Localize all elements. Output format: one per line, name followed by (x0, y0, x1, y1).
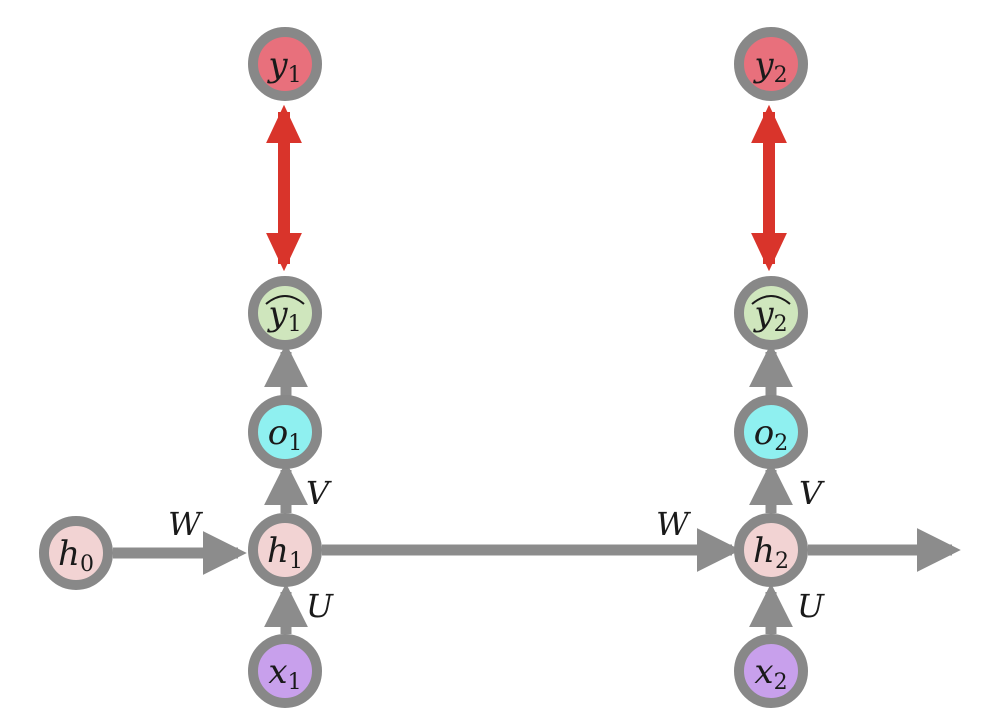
node-h2: h2 (734, 513, 808, 587)
node-o1-base: o (268, 413, 288, 453)
edge-label-v1: V (306, 474, 332, 512)
node-o1-sub: 1 (288, 431, 302, 456)
svg-text:y1: y1 (266, 294, 301, 337)
svg-text:h2: h2 (753, 531, 789, 574)
svg-text:o1: o1 (268, 413, 302, 456)
edge-label-u1: U (306, 587, 334, 625)
node-yhat1-base: y (266, 294, 288, 334)
node-h0-base: h (58, 534, 80, 574)
node-h1-base: h (267, 531, 289, 571)
svg-text:y2: y2 (752, 294, 787, 337)
node-yhat1: y1 (248, 276, 322, 350)
svg-text:o2: o2 (754, 413, 788, 456)
hat-mark-2 (751, 295, 791, 305)
node-y2: y2 (734, 27, 808, 101)
node-x1-base: x (268, 652, 287, 692)
node-y1-sub: 1 (288, 63, 302, 88)
node-yhat2-base: y (752, 294, 774, 334)
node-h0-sub: 0 (80, 552, 94, 577)
svg-text:x1: x1 (268, 652, 301, 695)
svg-text:y2: y2 (752, 45, 787, 88)
node-yhat2: y2 (734, 276, 808, 350)
node-y1-base: y (266, 45, 288, 85)
node-h1: h1 (248, 513, 322, 587)
edge-label-u2: U (797, 587, 825, 625)
edge-label-w1: W (168, 505, 204, 543)
node-y1: y1 (248, 27, 322, 101)
edge-label-v2: V (799, 474, 825, 512)
svg-text:y1: y1 (266, 45, 301, 88)
svg-text:x2: x2 (754, 652, 787, 695)
node-x1: x1 (248, 634, 322, 708)
node-yhat1-sub: 1 (288, 312, 302, 337)
node-y2-base: y (752, 45, 774, 85)
edge-label-w2: W (656, 505, 692, 543)
node-o2-base: o (754, 413, 774, 453)
node-x1-sub: 1 (288, 670, 302, 695)
svg-text:h0: h0 (58, 534, 94, 577)
node-o2-sub: 2 (774, 431, 788, 456)
svg-text:h1: h1 (267, 531, 303, 574)
node-y2-sub: 2 (774, 63, 788, 88)
node-yhat2-sub: 2 (774, 312, 788, 337)
node-o2: o2 (734, 395, 808, 469)
node-x2-sub: 2 (774, 670, 788, 695)
node-h1-sub: 1 (289, 549, 303, 574)
node-o1: o1 (248, 395, 322, 469)
node-x2: x2 (734, 634, 808, 708)
node-x2-base: x (754, 652, 773, 692)
hat-mark-1 (265, 295, 305, 305)
node-h2-base: h (753, 531, 775, 571)
node-h0: h0 (39, 516, 113, 590)
node-h2-sub: 2 (775, 549, 789, 574)
